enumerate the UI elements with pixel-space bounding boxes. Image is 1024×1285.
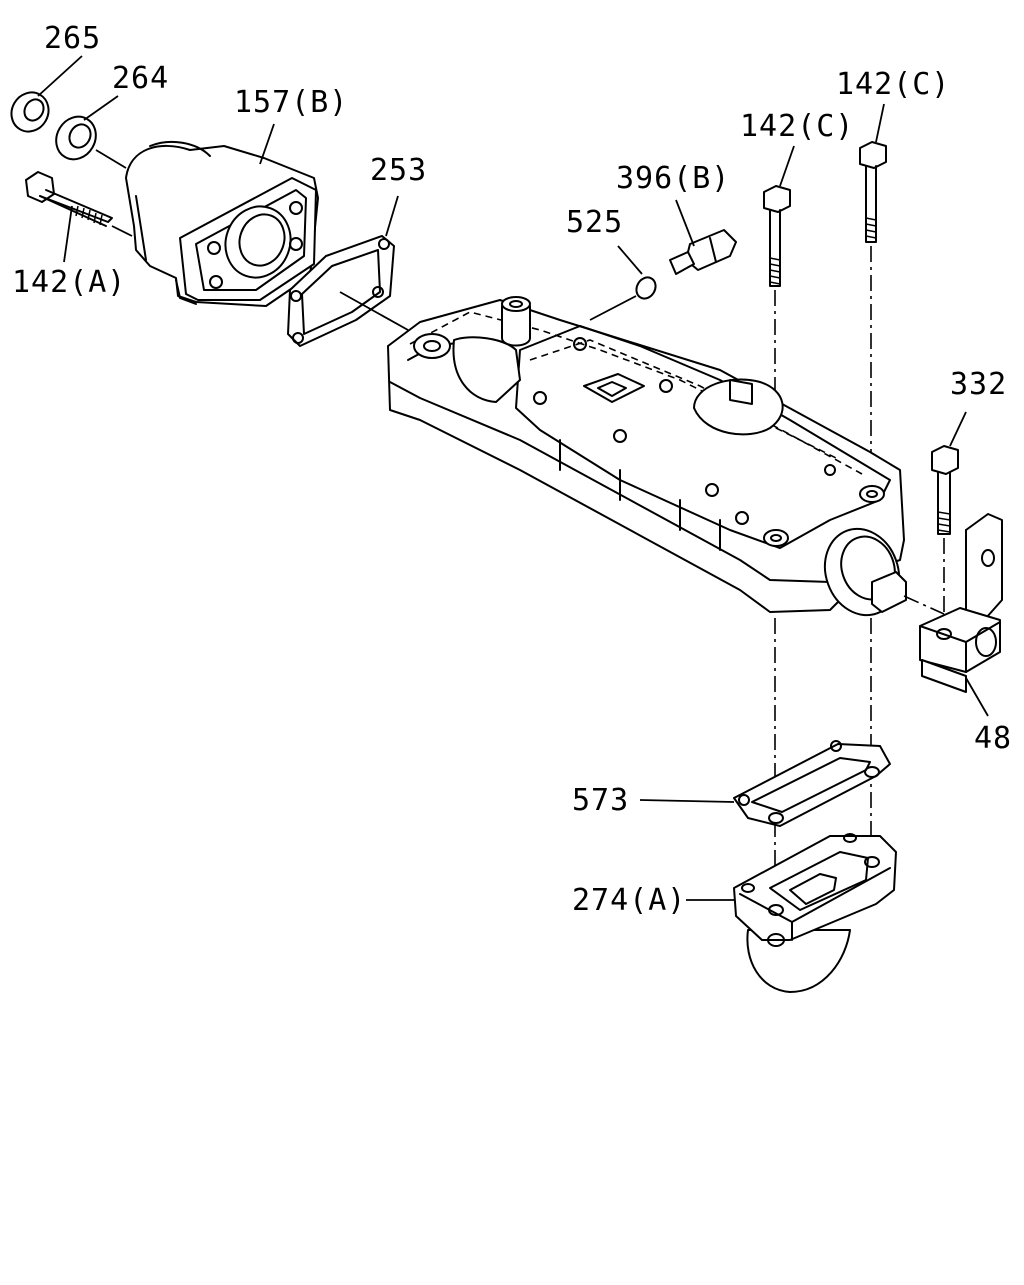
part-253-gasket[interactable]: [287, 235, 395, 347]
part-142c-bolt-right[interactable]: [859, 141, 887, 243]
callout-264[interactable]: 264: [112, 61, 170, 96]
callout-525[interactable]: 525: [566, 205, 624, 240]
leader-157b: [259, 123, 275, 165]
callout-142c-right[interactable]: 142(C): [836, 67, 951, 102]
leader-332: [949, 411, 967, 447]
part-main-cover-body[interactable]: [387, 296, 911, 626]
part-157b-housing[interactable]: [125, 140, 319, 307]
leader-253-axis: [339, 291, 409, 331]
leader-142c-left: [779, 145, 795, 187]
part-48-bracket[interactable]: [919, 513, 1003, 693]
axis-shaft: [903, 595, 945, 615]
callout-142c-left[interactable]: 142(C): [740, 109, 855, 144]
leader-265: [37, 55, 83, 97]
leader-253: [385, 195, 399, 237]
callout-48[interactable]: 48: [974, 721, 1013, 756]
part-142c-bolt-left[interactable]: [763, 185, 791, 287]
callout-274a[interactable]: 274(A): [572, 883, 687, 918]
part-332-bolt[interactable]: [931, 445, 959, 535]
part-525-o-ring[interactable]: [633, 274, 660, 302]
part-274a-outlet[interactable]: [733, 833, 897, 993]
callout-157b[interactable]: 157(B): [234, 85, 349, 120]
callout-265[interactable]: 265: [44, 21, 102, 56]
callout-332[interactable]: 332: [950, 367, 1008, 402]
callout-573[interactable]: 573: [572, 783, 630, 818]
part-142a-bolt[interactable]: [25, 171, 113, 227]
callout-253[interactable]: 253: [370, 153, 428, 188]
leader-142a-axis: [111, 225, 133, 237]
leader-573: [639, 799, 735, 803]
leader-525: [617, 245, 643, 275]
leader-264-axis: [95, 149, 127, 169]
part-573-gasket[interactable]: [733, 740, 891, 827]
leader-264: [83, 95, 119, 121]
part-265-seal-ring[interactable]: [4, 86, 55, 139]
callout-396b[interactable]: 396(B): [616, 161, 731, 196]
leader-142a: [63, 205, 73, 263]
callout-142a[interactable]: 142(A): [12, 265, 127, 300]
leader-396b: [675, 199, 695, 247]
part-264-bushing[interactable]: [49, 109, 104, 166]
leader-48: [965, 677, 989, 717]
leader-142c-right: [875, 103, 885, 143]
part-396b-sensor[interactable]: [669, 229, 737, 275]
leader-525-axis: [589, 295, 637, 321]
